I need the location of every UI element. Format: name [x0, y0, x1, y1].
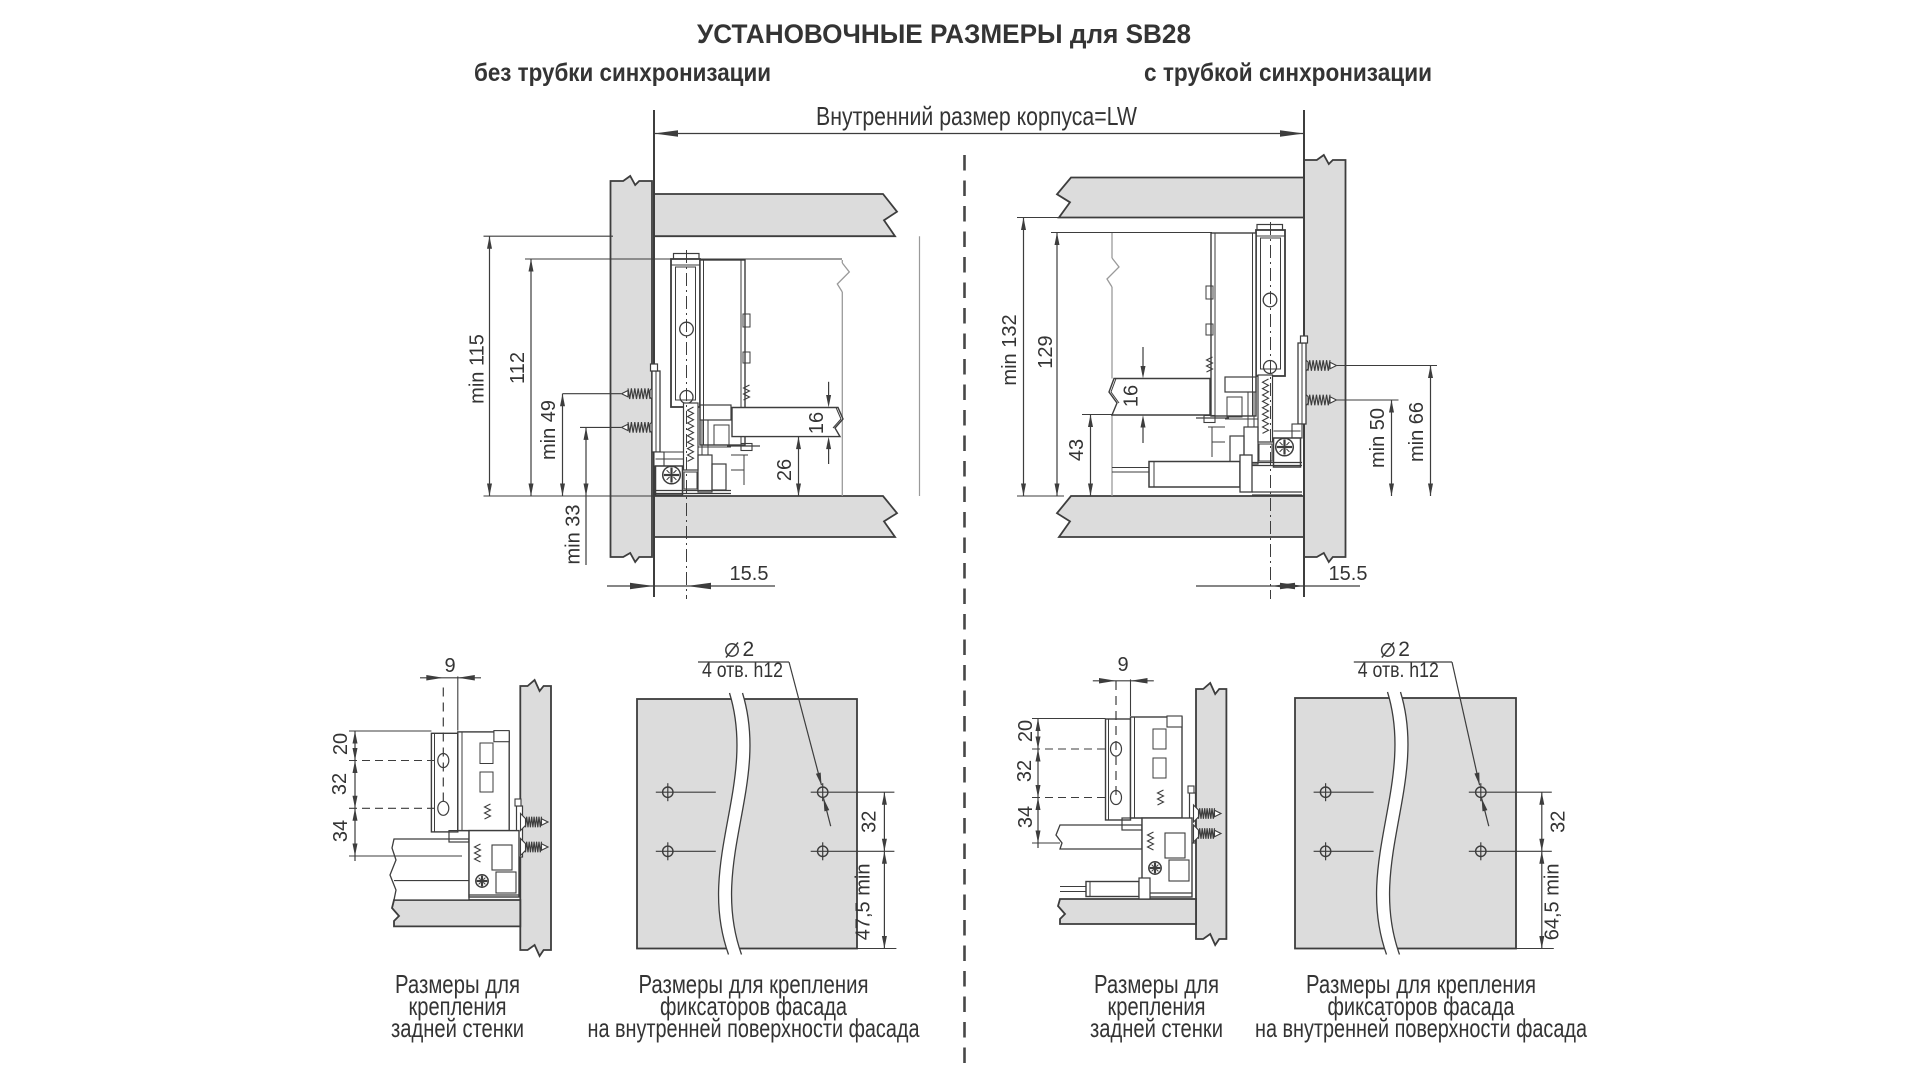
svg-text:32: 32 [1014, 760, 1036, 782]
svg-text:min 50: min 50 [1367, 408, 1389, 468]
svg-text:64,5 min: 64,5 min [1542, 864, 1564, 941]
svg-text:min 49: min 49 [538, 400, 560, 460]
svg-text:Размеры для крепления: Размеры для крепления [1306, 969, 1536, 999]
svg-text:min 115: min 115 [467, 334, 489, 404]
svg-text:крепления: крепления [409, 991, 507, 1021]
svg-text:34: 34 [330, 820, 352, 842]
svg-text:min 33: min 33 [563, 504, 585, 564]
svg-text:min 66: min 66 [1406, 402, 1428, 462]
svg-text:на внутренней поверхности фаса: на внутренней поверхности фасада [588, 1013, 920, 1043]
svg-text:32: 32 [859, 811, 881, 833]
svg-text:2: 2 [743, 638, 755, 661]
svg-text:47,5 min: 47,5 min [853, 864, 875, 941]
svg-text:Размеры для: Размеры для [1094, 969, 1219, 999]
svg-text:Размеры для: Размеры для [395, 969, 520, 999]
svg-text:9: 9 [444, 655, 455, 677]
svg-text:112: 112 [507, 352, 529, 384]
svg-text:на внутренней поверхности фаса: на внутренней поверхности фасада [1255, 1013, 1587, 1043]
svg-text:32: 32 [1548, 811, 1570, 833]
svg-text:без трубки синхронизации: без трубки синхронизации [474, 59, 771, 87]
svg-text:Размеры для крепления: Размеры для крепления [639, 969, 869, 999]
svg-text:20: 20 [330, 733, 352, 755]
svg-text:4 отв. h12: 4 отв. h12 [702, 659, 783, 682]
svg-text:16: 16 [1121, 385, 1143, 407]
svg-text:43: 43 [1066, 439, 1088, 461]
svg-text:фиксаторов фасада: фиксаторов фасада [1328, 991, 1515, 1021]
svg-text:129: 129 [1035, 335, 1057, 368]
svg-text:9: 9 [1117, 654, 1128, 676]
svg-text:min 132: min 132 [999, 314, 1021, 385]
svg-text:фиксаторов фасада: фиксаторов фасада [660, 991, 847, 1021]
svg-text:задней стенки: задней стенки [1090, 1013, 1223, 1043]
svg-text:с трубкой синхронизации: с трубкой синхронизации [1144, 59, 1432, 87]
svg-text:32: 32 [329, 773, 351, 795]
svg-text:15.5: 15.5 [730, 563, 769, 585]
svg-text:УСТАНОВОЧНЫЕ РАЗМЕРЫ для SB28: УСТАНОВОЧНЫЕ РАЗМЕРЫ для SB28 [697, 19, 1191, 49]
svg-text:34: 34 [1015, 806, 1037, 828]
svg-text:Внутренний размер корпуса=LW: Внутренний размер корпуса=LW [816, 101, 1137, 131]
svg-text:15.5: 15.5 [1329, 563, 1368, 585]
svg-text:16: 16 [806, 412, 828, 434]
svg-text:задней стенки: задней стенки [391, 1013, 524, 1043]
svg-text:4 отв. h12: 4 отв. h12 [1358, 659, 1439, 682]
svg-text:2: 2 [1398, 638, 1410, 661]
svg-text:26: 26 [774, 459, 796, 481]
svg-text:20: 20 [1015, 720, 1037, 742]
svg-text:крепления: крепления [1108, 991, 1206, 1021]
